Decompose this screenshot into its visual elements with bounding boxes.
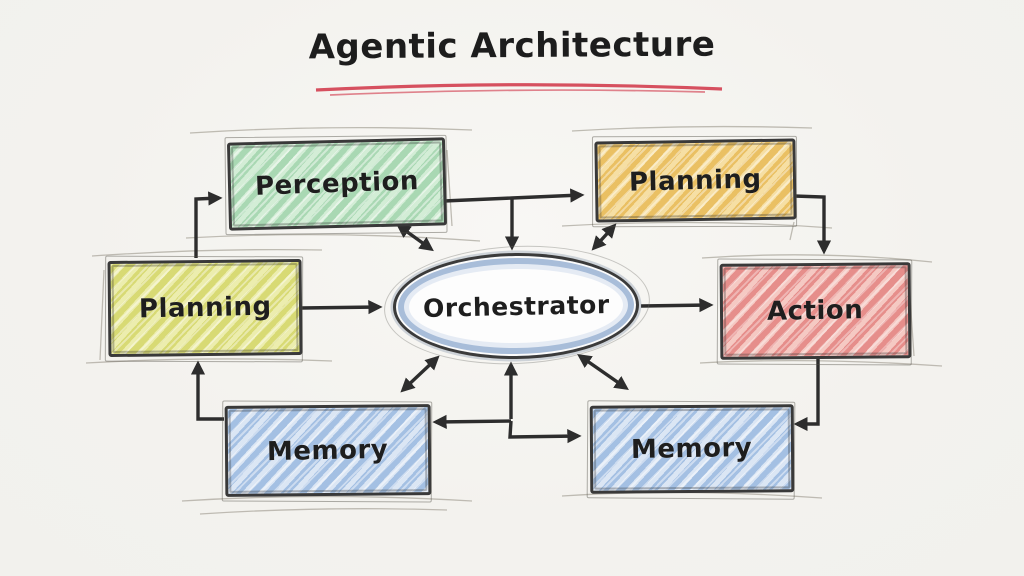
edge-planning-left-to-orchestrator <box>300 299 383 315</box>
edge-memory-bus-to-memory-left <box>432 414 512 429</box>
edge-planning-top-to-action <box>793 194 832 255</box>
node-action: Action <box>719 262 912 360</box>
node-memory-right-label: Memory <box>631 432 753 466</box>
edge-perception-orchestrator-bidirectional <box>396 223 434 252</box>
node-planning-left: Planning <box>107 258 303 358</box>
node-memory-right: Memory <box>589 404 795 494</box>
node-perception-label: Perception <box>254 166 420 202</box>
title-underline <box>315 83 723 96</box>
node-memory-left: Memory <box>224 404 432 497</box>
edge-memory-bus-to-memory-right <box>508 420 582 444</box>
edge-planning-top-orchestrator-bidirectional <box>591 223 617 251</box>
edge-memory-left-to-planning-left <box>190 360 224 421</box>
edge-planning-left-to-perception <box>194 191 223 258</box>
node-memory-left-label: Memory <box>267 434 389 467</box>
node-planning-top-label: Planning <box>628 163 763 198</box>
node-planning-top: Planning <box>594 138 797 223</box>
edge-orchestrator-to-action <box>640 298 714 313</box>
edge-orchestrator-memory-right-bidirectional <box>577 353 629 391</box>
node-planning-left-label: Planning <box>138 291 272 325</box>
node-perception: Perception <box>226 137 448 231</box>
node-action-label: Action <box>767 295 864 327</box>
edge-orchestrator-memory-left-bidirectional <box>400 355 440 393</box>
edge-action-to-memory-right <box>793 357 820 432</box>
node-orchestrator-label: Orchestrator <box>422 289 610 323</box>
